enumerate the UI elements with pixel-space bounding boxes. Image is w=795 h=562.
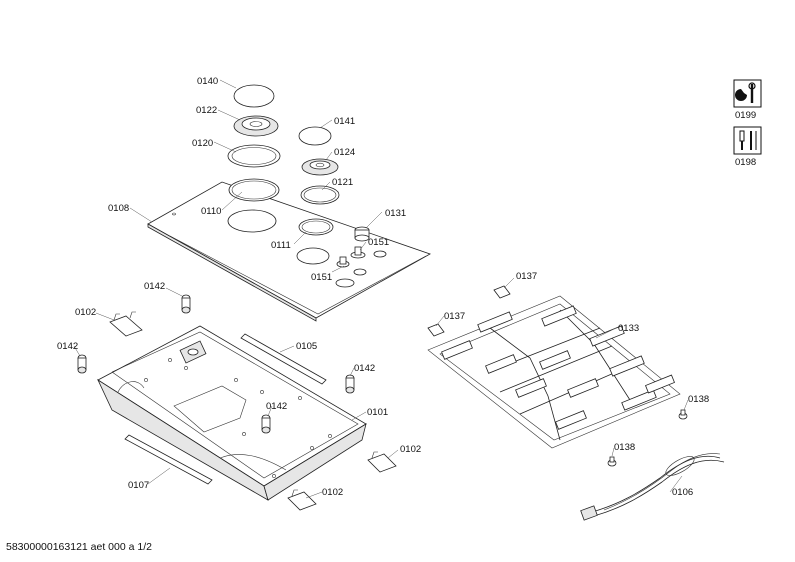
- rubber-buffer-2: [607, 456, 617, 467]
- ignition-electrode: [336, 246, 366, 268]
- pan-support-rubber-foot-1: [493, 285, 511, 299]
- part-label-0151-a: 0151: [368, 237, 389, 248]
- part-label-0151-b: 0151: [311, 272, 332, 283]
- part-label-0142-c: 0142: [354, 363, 375, 374]
- part-label-0138-a: 0138: [688, 394, 709, 405]
- part-label-0133: 0133: [618, 323, 639, 334]
- pan-support-grid: [427, 295, 681, 449]
- foot-1: [181, 294, 191, 314]
- part-label-0101: 0101: [367, 407, 388, 418]
- leader-lines: [73, 79, 689, 499]
- hob-top-plate: [147, 178, 431, 322]
- spring-clip-1: [109, 311, 143, 337]
- foot-4: [261, 414, 271, 434]
- part-label-0142-b: 0142: [57, 341, 78, 352]
- part-label-0138-b: 0138: [614, 442, 635, 453]
- part-label-0106: 0106: [672, 487, 693, 498]
- document-footer: 58300000163121 aet 000 a 1/2: [6, 541, 152, 553]
- burner-seal-ring: [227, 144, 281, 168]
- burner-crown-small: [301, 158, 339, 176]
- control-knob-spindle: [354, 226, 370, 242]
- spring-clip-2: [367, 451, 397, 473]
- part-label-0105: 0105: [296, 341, 317, 352]
- seal-strip-top: [240, 333, 327, 385]
- part-label-0120: 0120: [192, 138, 213, 149]
- part-label-0122: 0122: [196, 105, 217, 116]
- burner-cap-small: [298, 126, 332, 146]
- hob-base-tray: [97, 325, 367, 501]
- part-label-0137-a: 0137: [516, 271, 537, 282]
- rubber-buffer-1: [678, 409, 688, 420]
- burner-cap-large: [233, 84, 275, 108]
- part-label-0108: 0108: [108, 203, 129, 214]
- part-label-0102-a: 0102: [75, 307, 96, 318]
- side-icon-label-0199: 0199: [735, 110, 756, 121]
- part-label-0111: 0111: [271, 240, 291, 251]
- seal-strip-bottom: [124, 434, 213, 485]
- side-icon-label-0198: 0198: [735, 157, 756, 168]
- part-label-0131: 0131: [385, 208, 406, 219]
- part-label-0102-b: 0102: [400, 444, 421, 455]
- tools-icon: [733, 126, 762, 155]
- gas-connection-pipe: [580, 453, 725, 521]
- part-label-0110: 0110: [201, 206, 221, 217]
- part-label-0142-a: 0142: [144, 281, 165, 292]
- part-label-0124: 0124: [334, 147, 355, 158]
- part-label-0121: 0121: [332, 177, 353, 188]
- spring-clip-3: [287, 489, 317, 511]
- part-label-0141: 0141: [334, 116, 355, 127]
- part-label-0102-c: 0102: [322, 487, 343, 498]
- foot-3: [345, 374, 355, 394]
- part-label-0142-d: 0142: [266, 401, 287, 412]
- repair-tool-icon: [733, 79, 762, 108]
- part-label-0140: 0140: [197, 76, 218, 87]
- pan-support-rubber-foot-2: [427, 323, 445, 337]
- part-label-0137-b: 0137: [444, 311, 465, 322]
- burner-crown-large: [233, 115, 279, 137]
- foot-2: [77, 354, 87, 374]
- part-label-0107: 0107: [128, 480, 149, 491]
